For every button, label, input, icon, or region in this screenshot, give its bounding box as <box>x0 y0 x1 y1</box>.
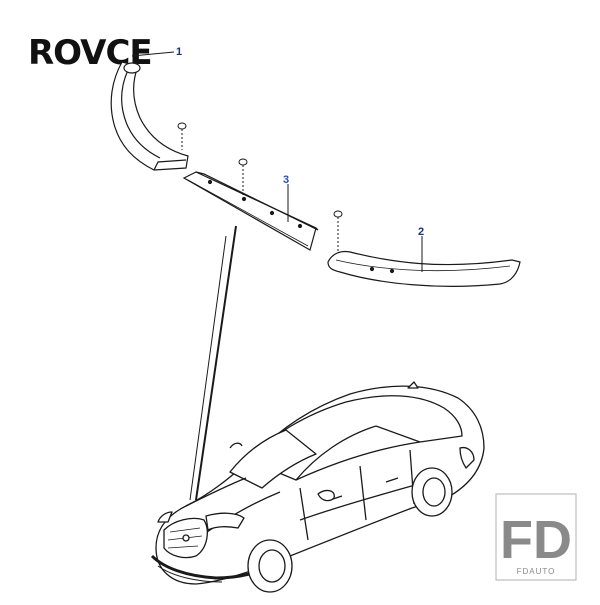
screw-icon <box>177 122 187 150</box>
car-illustration <box>150 381 485 593</box>
part-2-side-strip <box>327 250 521 287</box>
callout-2-label: 2 <box>418 226 424 238</box>
screw-icon <box>238 158 248 196</box>
watermark: FD FDAUTO <box>495 493 577 581</box>
watermark-sub: FDAUTO <box>517 567 556 576</box>
screw-icon <box>333 210 343 252</box>
watermark-main: FD <box>500 510 572 570</box>
callout-1-label: 1 <box>176 46 182 58</box>
callout-3-label: 3 <box>283 174 289 186</box>
leader-line-1 <box>131 51 175 57</box>
part-3-center-strip <box>182 171 319 251</box>
pointer-lines <box>189 225 237 501</box>
part-1-end-bracket <box>110 61 189 171</box>
